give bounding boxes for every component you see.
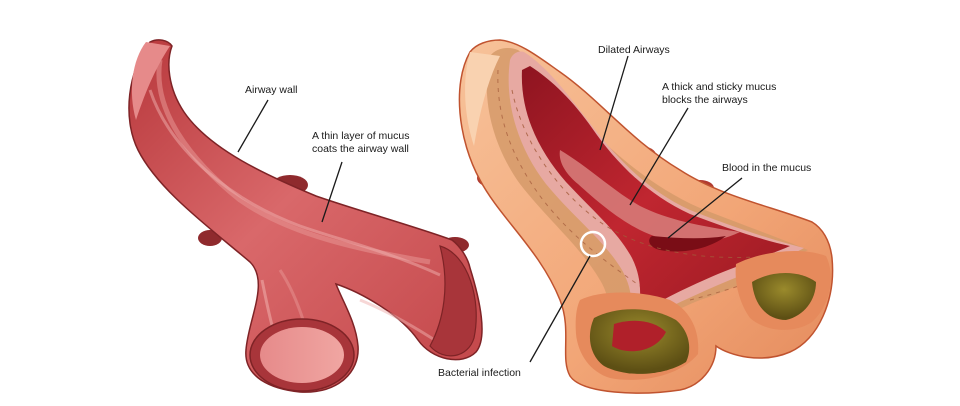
blood-in-mucus [649,236,726,252]
leader-lines [237,55,743,363]
leader-thin-mucus [321,161,343,223]
thick-mucus [559,150,740,243]
label-blood-in-mucus: Blood in the mucus [722,162,812,174]
leader-dilated-airways [599,55,629,151]
bacterial-infection-marker [579,230,607,258]
label-bacterial-infection: Bacterial infection [438,367,521,379]
label-thin-mucus: A thin layer of mucus coats the airway w… [312,130,410,155]
airway-wall-shape [128,39,483,393]
leader-blood [667,177,743,239]
leader-thick-mucus [629,107,689,206]
branch-end [429,245,477,357]
label-dilated-airways: Dilated Airways [598,44,670,56]
label-thick-mucus: A thick and sticky mucus blocks the airw… [662,81,777,106]
healthy-airway [128,39,483,393]
leader-airway-wall [237,99,269,153]
diseased-airway [458,39,834,394]
label-airway-wall: Airway wall [245,84,298,96]
lumen [521,66,790,316]
leader-bacterial [529,255,591,363]
